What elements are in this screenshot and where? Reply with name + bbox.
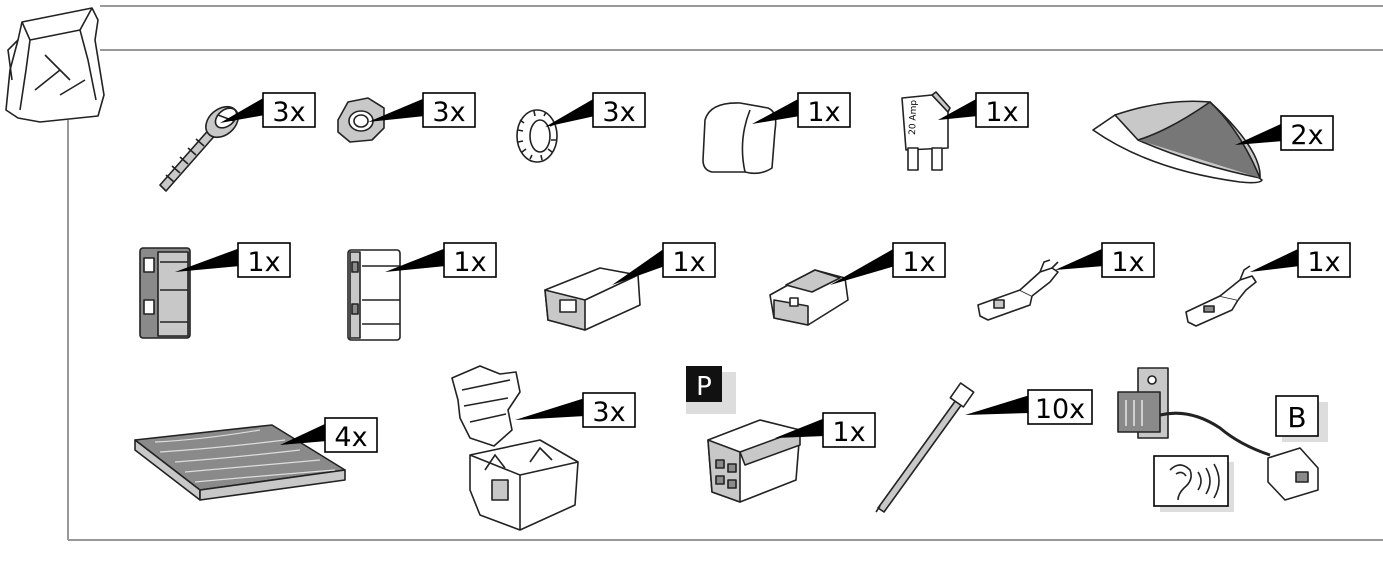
ear-sound-icon [1153, 455, 1234, 512]
qty-screw: 3x [272, 97, 305, 128]
qty-nut: 3x [432, 97, 465, 128]
qty-male-housing: 1x [902, 247, 935, 278]
qty-washer: 3x [602, 97, 635, 128]
qty-fuse-holder: 3x [592, 397, 625, 428]
callout-female-terminal: 1x [1055, 242, 1155, 278]
callout-nut: 3x [368, 92, 476, 128]
nut-part [337, 97, 385, 143]
frame [67, 5, 1383, 541]
callout-fuse-holder: 3x [515, 392, 636, 428]
connector-housing-b-part [347, 249, 401, 341]
male-housing-part [769, 269, 849, 326]
callout-female-housing: 1x [612, 242, 716, 285]
callout-housing-b: 1x [385, 242, 497, 278]
qty-housing-b: 1x [453, 247, 486, 278]
callout-washer: 3x [545, 92, 646, 128]
qty-adhesive-pad: 2x [1290, 120, 1323, 151]
callout-plug-connector: 1x [775, 412, 876, 448]
qty-plug-connector: 1x [832, 417, 865, 448]
male-terminal-part [1185, 265, 1257, 327]
female-housing-part [544, 267, 641, 331]
qty-cap: 1x [807, 97, 840, 128]
p-label-text: P [696, 372, 712, 402]
p-label: P [686, 366, 736, 414]
callout-adhesive-pad: 2x [1235, 115, 1334, 151]
qty-fuse: 1x [985, 97, 1018, 128]
callout-cable-tie: 10x [965, 389, 1093, 425]
buzzer-part [1117, 367, 1319, 501]
callout-male-housing: 1x [830, 242, 946, 285]
fuse-holder-part [451, 365, 579, 531]
qty-female-terminal: 1x [1111, 247, 1144, 278]
screw-part [159, 105, 239, 192]
b-label: B [1275, 395, 1328, 442]
cable-tie-part [875, 382, 975, 513]
bag-icon [5, 7, 105, 123]
female-terminal-part [977, 259, 1059, 321]
fuse-part: 20 Amp [901, 91, 951, 171]
connector-housing-a-part [139, 247, 191, 339]
callout-screw: 3x [220, 92, 316, 128]
foam-pad-part [134, 424, 346, 501]
callout-housing-a: 1x [175, 242, 291, 278]
washer-part [516, 109, 558, 163]
cap-part [702, 102, 777, 175]
callout-cap: 1x [752, 92, 851, 128]
plug-connector-part [707, 419, 801, 503]
adhesive-pad-part [1092, 100, 1263, 184]
qty-cable-tie: 10x [1035, 394, 1085, 425]
callout-male-terminal: 1x [1250, 242, 1351, 278]
qty-housing-a: 1x [247, 247, 280, 278]
b-label-text: B [1287, 401, 1306, 434]
callout-foam-pad: 4x [280, 417, 378, 453]
qty-male-terminal: 1x [1307, 247, 1340, 278]
callout-fuse: 1x [938, 92, 1029, 128]
qty-female-housing: 1x [672, 247, 705, 278]
fuse-marking: 20 Amp [908, 100, 919, 136]
qty-foam-pad: 4x [334, 422, 367, 453]
